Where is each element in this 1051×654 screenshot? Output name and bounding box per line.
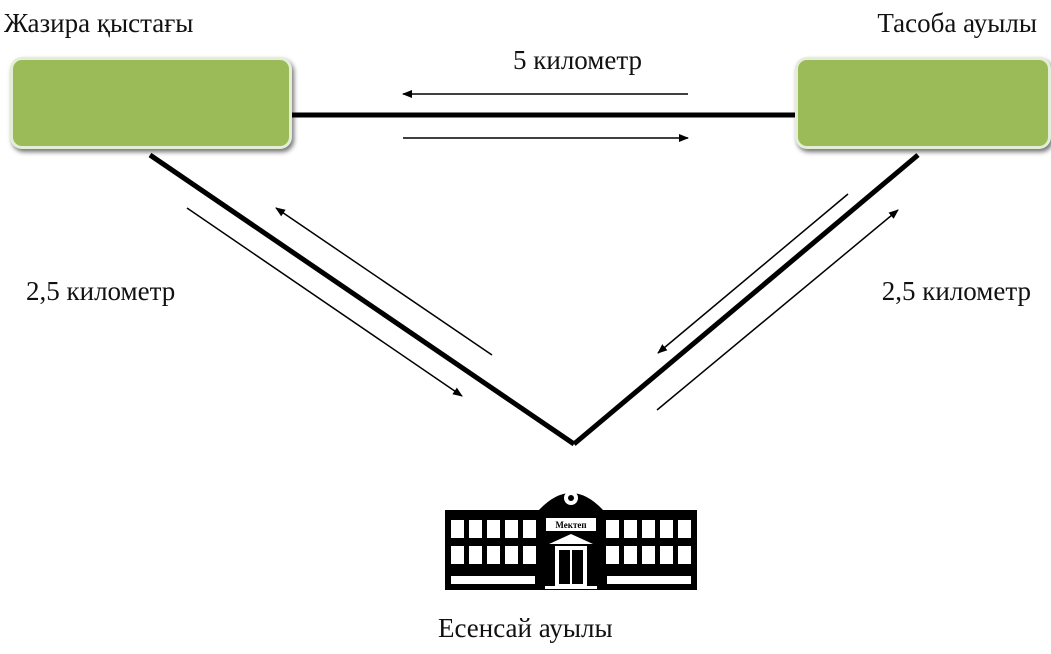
arrow-left-down (186, 207, 463, 397)
arrow-right-down (657, 193, 849, 354)
place-label-bottom: Есенсай ауылы (438, 613, 613, 643)
place-label-left: Жазира қыстағы (4, 8, 194, 38)
arrow-right-up (656, 209, 899, 411)
distance-label-right: 2,5 километр (881, 276, 1031, 306)
arrow-left-up (275, 207, 493, 356)
place-box-left (10, 57, 292, 149)
school-building-icon: Мектеп (445, 491, 697, 590)
road-right (572, 153, 920, 446)
road-left (148, 152, 576, 447)
place-label-right: Тасоба ауылы (877, 8, 1037, 38)
school-sign-text: Мектеп (555, 520, 586, 530)
distance-label-left: 2,5 километр (26, 276, 176, 306)
distance-label-top: 5 километр (513, 45, 642, 75)
place-box-right (795, 57, 1051, 149)
